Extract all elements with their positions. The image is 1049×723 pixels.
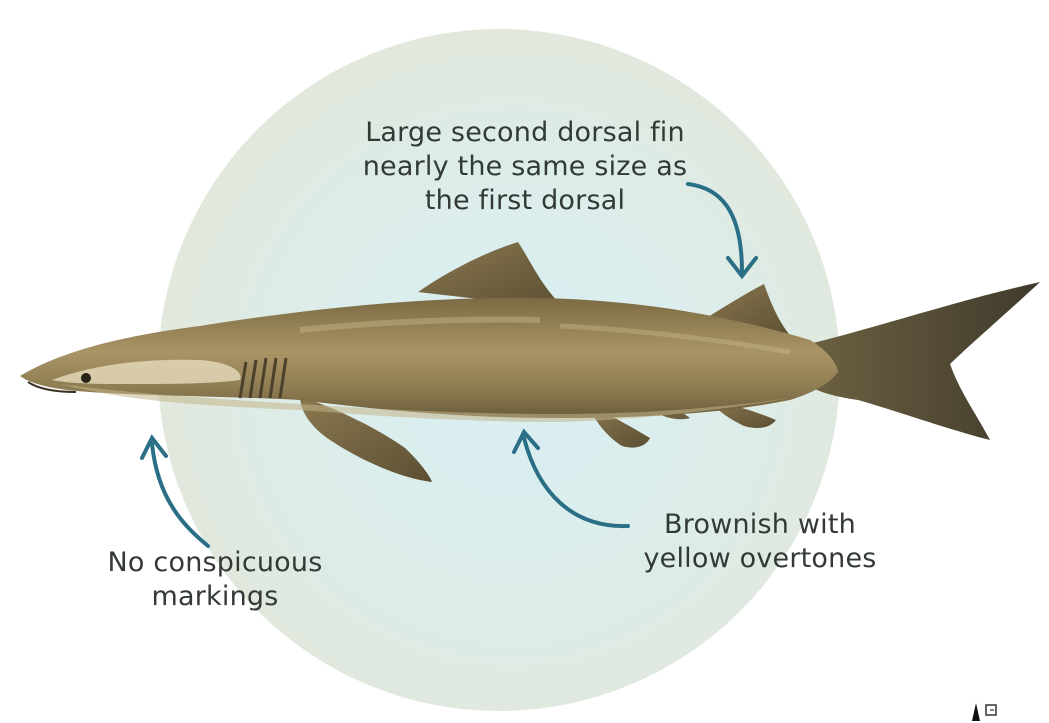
annotation-markings: No conspicuous markings xyxy=(70,546,360,614)
arrow-markings xyxy=(142,438,208,546)
tail-fin xyxy=(800,282,1040,440)
annotation-line: nearly the same size as xyxy=(320,150,730,184)
annotation-line: Large second dorsal fin xyxy=(320,116,730,150)
logo-mark-icon xyxy=(964,699,1004,723)
shark-eye xyxy=(81,373,91,383)
annotation-dorsal-fin: Large second dorsal fin nearly the same … xyxy=(320,116,730,218)
annotation-line: No conspicuous xyxy=(70,546,360,580)
annotation-line: yellow overtones xyxy=(610,542,910,576)
first-dorsal-fin xyxy=(418,242,562,306)
annotation-coloration: Brownish with yellow overtones xyxy=(610,508,910,576)
annotation-line: Brownish with xyxy=(610,508,910,542)
annotation-line: markings xyxy=(70,580,360,614)
annotation-line: the first dorsal xyxy=(320,184,730,218)
